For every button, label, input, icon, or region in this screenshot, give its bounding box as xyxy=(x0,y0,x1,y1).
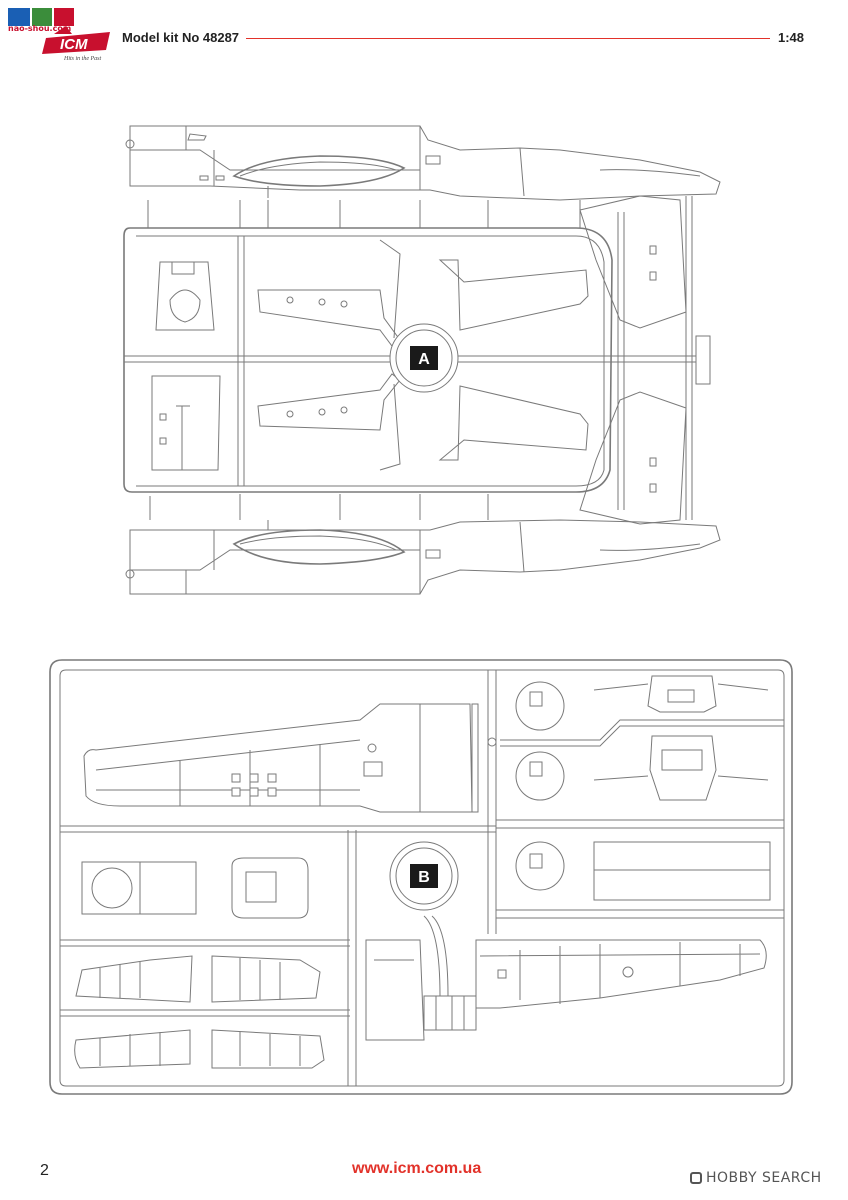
sprue-b xyxy=(49,659,793,1095)
icm-logo: ICM Hits in the Past xyxy=(8,8,110,62)
footer-url[interactable]: www.icm.com.ua xyxy=(352,1160,482,1177)
part-panel xyxy=(151,375,221,471)
aileron-2 xyxy=(211,955,321,1003)
svg-text:Hits in the Past: Hits in the Past xyxy=(63,56,101,62)
svg-text:ICM: ICM xyxy=(60,36,88,53)
watermark-text: HOBBY SEARCH xyxy=(706,1170,822,1186)
part-instrument-panel-1 xyxy=(647,675,717,713)
flap-2 xyxy=(211,1029,325,1069)
sprue-b-badge xyxy=(410,864,438,888)
stabilizer-2 xyxy=(438,259,589,331)
sprue-b-label: B xyxy=(418,869,430,886)
sprue-b-frame xyxy=(49,659,793,1095)
aileron-1 xyxy=(75,955,193,1003)
part-instrument-panel-2 xyxy=(649,735,717,801)
stabilizer-1 xyxy=(257,289,401,347)
fuselage-b-upper xyxy=(83,703,473,813)
fuselage-top xyxy=(129,125,721,201)
sprue-a xyxy=(123,125,721,595)
page-number: 2 xyxy=(40,1162,49,1179)
canopy-top xyxy=(232,155,406,187)
part-cowling-2 xyxy=(231,857,309,919)
kit-scale: 1:48 xyxy=(778,30,805,45)
part-flat-panel xyxy=(593,841,771,901)
icm-brand-icon: ICM Hits in the Past xyxy=(42,26,110,62)
site-logo-icon xyxy=(8,8,74,26)
kit-number: Model kit No 48287 xyxy=(122,30,240,45)
site-tag: nao-shou.com xyxy=(8,24,72,33)
canopy-bottom xyxy=(232,529,406,565)
fuselage-b-lower xyxy=(475,939,767,1009)
header-rule xyxy=(246,38,770,39)
sprue-a-badge xyxy=(410,346,438,370)
sprue-a-frame xyxy=(123,227,613,493)
hobby-search-icon xyxy=(690,1172,702,1184)
flap-1 xyxy=(74,1029,191,1069)
fuselage-bottom xyxy=(129,519,721,595)
part-cowling-1 xyxy=(81,861,197,915)
watermark: HOBBY SEARCH xyxy=(690,1170,822,1186)
stabilizer-3 xyxy=(257,373,401,431)
sprue-a-label: A xyxy=(418,351,430,368)
stabilizer-4 xyxy=(438,385,589,461)
